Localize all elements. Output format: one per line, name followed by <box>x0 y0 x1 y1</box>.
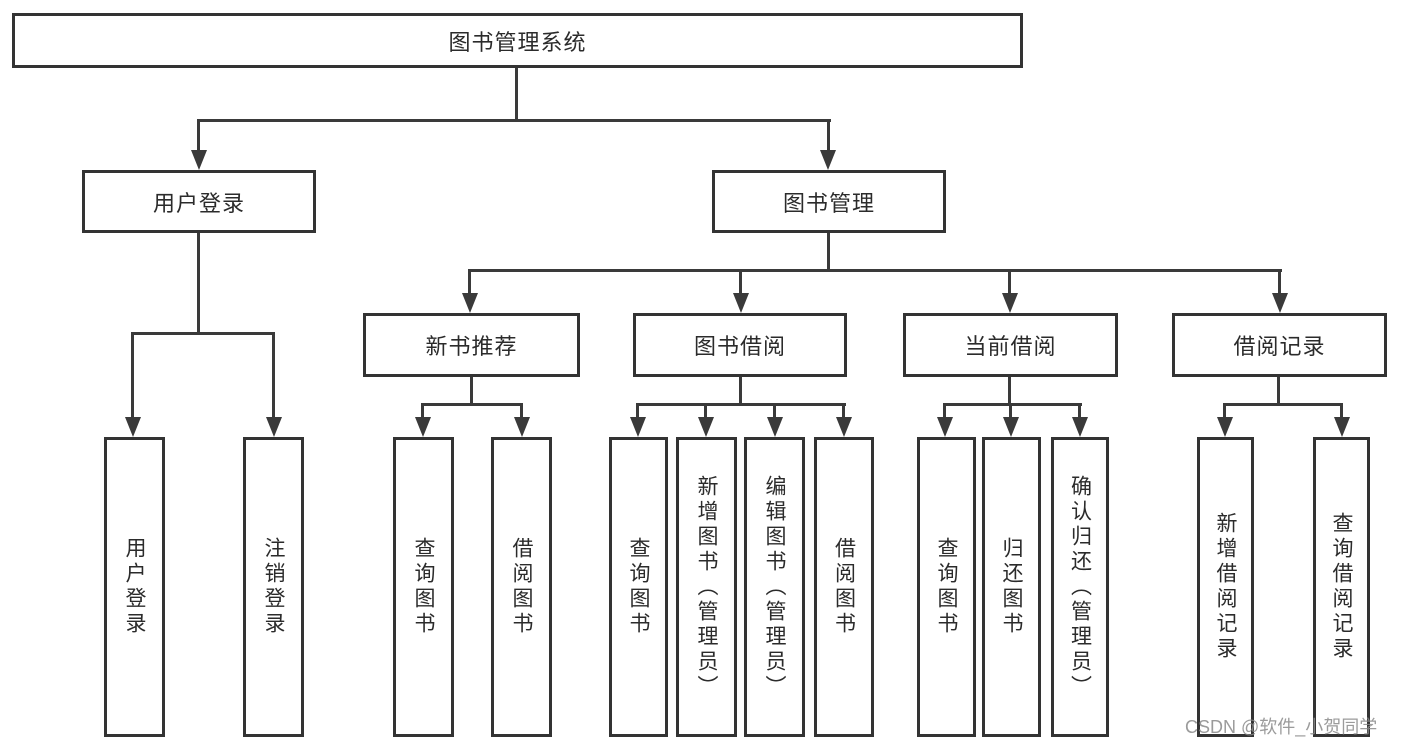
arrow-to-br-query <box>1334 417 1350 437</box>
connector-cb-stem <box>1008 375 1011 406</box>
leaf-nbr-query-book-label: 查询图书 <box>412 537 435 637</box>
arrow-to-bb-borrow <box>836 417 852 437</box>
connector-root-stem <box>515 66 518 122</box>
leaf-bb-edit-book-label: 编辑图书（管理员） <box>763 474 786 700</box>
connector-bb-stem <box>739 375 742 406</box>
connector-to-logout-leaf <box>272 332 275 418</box>
connector-nbr-stem <box>470 375 473 406</box>
arrow-to-current-borrow <box>1002 293 1018 313</box>
arrow-to-new-book-recommend <box>462 293 478 313</box>
leaf-cb-confirm-return: 确认归还（管理员） <box>1051 437 1109 737</box>
node-root: 图书管理系统 <box>12 13 1023 68</box>
arrow-to-nbr-borrow <box>514 417 530 437</box>
csdn-watermark: CSDN @软件_小贺同学 <box>1185 717 1378 737</box>
connector-to-borrow-records <box>1278 269 1281 294</box>
connector-to-nbr-borrow <box>520 403 523 418</box>
leaf-bb-borrow-book-label: 借阅图书 <box>832 537 856 637</box>
leaf-user-login-label: 用户登录 <box>123 537 146 637</box>
node-current-borrow-label: 当前借阅 <box>964 334 1057 359</box>
leaf-cb-query-book: 查询图书 <box>917 437 976 737</box>
connector-to-book-management <box>827 119 830 153</box>
leaf-logout: 注销登录 <box>243 437 304 737</box>
leaf-nbr-query-book: 查询图书 <box>393 437 454 737</box>
node-book-borrow-label: 图书借阅 <box>693 334 786 359</box>
leaf-nbr-borrow-book: 借阅图书 <box>491 437 552 737</box>
connector-user-login-stem <box>197 231 200 334</box>
leaf-user-login: 用户登录 <box>104 437 165 737</box>
leaf-cb-return-book-label: 归还图书 <box>1000 537 1023 637</box>
arrow-to-user-login <box>191 150 207 170</box>
leaf-cb-confirm-return-label: 确认归还（管理员） <box>1068 474 1092 700</box>
connector-br-stem <box>1277 375 1280 406</box>
connector-to-cb-return <box>1009 403 1012 418</box>
node-borrow-records: 借阅记录 <box>1172 313 1387 377</box>
connector-to-bb-borrow <box>842 403 845 418</box>
connector-to-user-login-leaf <box>131 332 134 418</box>
node-user-login-label: 用户登录 <box>152 190 245 216</box>
leaf-bb-add-book: 新增图书（管理员） <box>676 437 737 737</box>
connector-nbr-branch <box>421 403 523 406</box>
connector-to-nbr-query <box>421 403 424 418</box>
connector-cb-branch <box>943 403 1082 406</box>
arrow-to-book-borrow <box>733 293 749 313</box>
node-current-borrow: 当前借阅 <box>903 313 1118 377</box>
connector-book-management-stem <box>827 231 830 272</box>
connector-to-new-book-recommend <box>468 269 471 294</box>
connector-to-br-add <box>1223 403 1226 418</box>
arrow-to-cb-confirm <box>1072 417 1088 437</box>
node-new-book-recommend-label: 新书推荐 <box>425 334 518 359</box>
node-book-borrow: 图书借阅 <box>633 313 847 377</box>
leaf-logout-label: 注销登录 <box>262 537 285 637</box>
arrow-to-br-add <box>1217 417 1233 437</box>
arrow-to-nbr-query <box>415 417 431 437</box>
leaf-br-add-record-label: 新增借阅记录 <box>1214 512 1237 662</box>
leaf-bb-borrow-book: 借阅图书 <box>814 437 874 737</box>
leaf-br-query-record-label: 查询借阅记录 <box>1330 512 1353 662</box>
connector-to-br-query <box>1340 403 1343 418</box>
connector-br-branch <box>1223 403 1343 406</box>
node-new-book-recommend: 新书推荐 <box>363 313 580 377</box>
arrow-to-bb-query <box>630 417 646 437</box>
leaf-br-query-record: 查询借阅记录 <box>1313 437 1370 737</box>
arrow-to-bb-edit <box>767 417 783 437</box>
node-borrow-records-label: 借阅记录 <box>1233 334 1326 359</box>
leaf-bb-add-book-label: 新增图书（管理员） <box>695 474 718 700</box>
connector-user-login-branch <box>131 332 275 335</box>
connector-bb-branch <box>636 403 846 406</box>
leaf-br-add-record: 新增借阅记录 <box>1197 437 1254 737</box>
connector-level2-branch <box>197 119 831 122</box>
connector-to-book-borrow <box>739 269 742 294</box>
connector-to-user-login <box>197 119 200 153</box>
arrow-to-cb-return <box>1003 417 1019 437</box>
arrow-to-cb-query <box>937 417 953 437</box>
arrow-to-user-login-leaf <box>125 417 141 437</box>
node-book-management: 图书管理 <box>712 170 946 233</box>
leaf-nbr-borrow-book-label: 借阅图书 <box>510 537 533 637</box>
node-user-login: 用户登录 <box>82 170 316 233</box>
arrow-to-logout-leaf <box>266 417 282 437</box>
connector-to-cb-query <box>943 403 946 418</box>
leaf-bb-query-book-label: 查询图书 <box>627 537 650 637</box>
connector-level3-branch <box>468 269 1282 272</box>
connector-to-bb-query <box>636 403 639 418</box>
arrow-to-borrow-records <box>1272 293 1288 313</box>
connector-to-cb-confirm <box>1078 403 1081 418</box>
leaf-cb-return-book: 归还图书 <box>982 437 1041 737</box>
node-root-label: 图书管理系统 <box>448 29 587 55</box>
connector-to-current-borrow <box>1008 269 1011 294</box>
arrow-to-bb-add <box>698 417 714 437</box>
connector-to-bb-edit <box>773 403 776 418</box>
leaf-bb-query-book: 查询图书 <box>609 437 668 737</box>
node-book-management-label: 图书管理 <box>782 190 875 216</box>
connector-to-bb-add <box>704 403 707 418</box>
leaf-cb-query-book-label: 查询图书 <box>935 537 958 637</box>
arrow-to-book-management <box>820 150 836 170</box>
leaf-bb-edit-book: 编辑图书（管理员） <box>744 437 805 737</box>
